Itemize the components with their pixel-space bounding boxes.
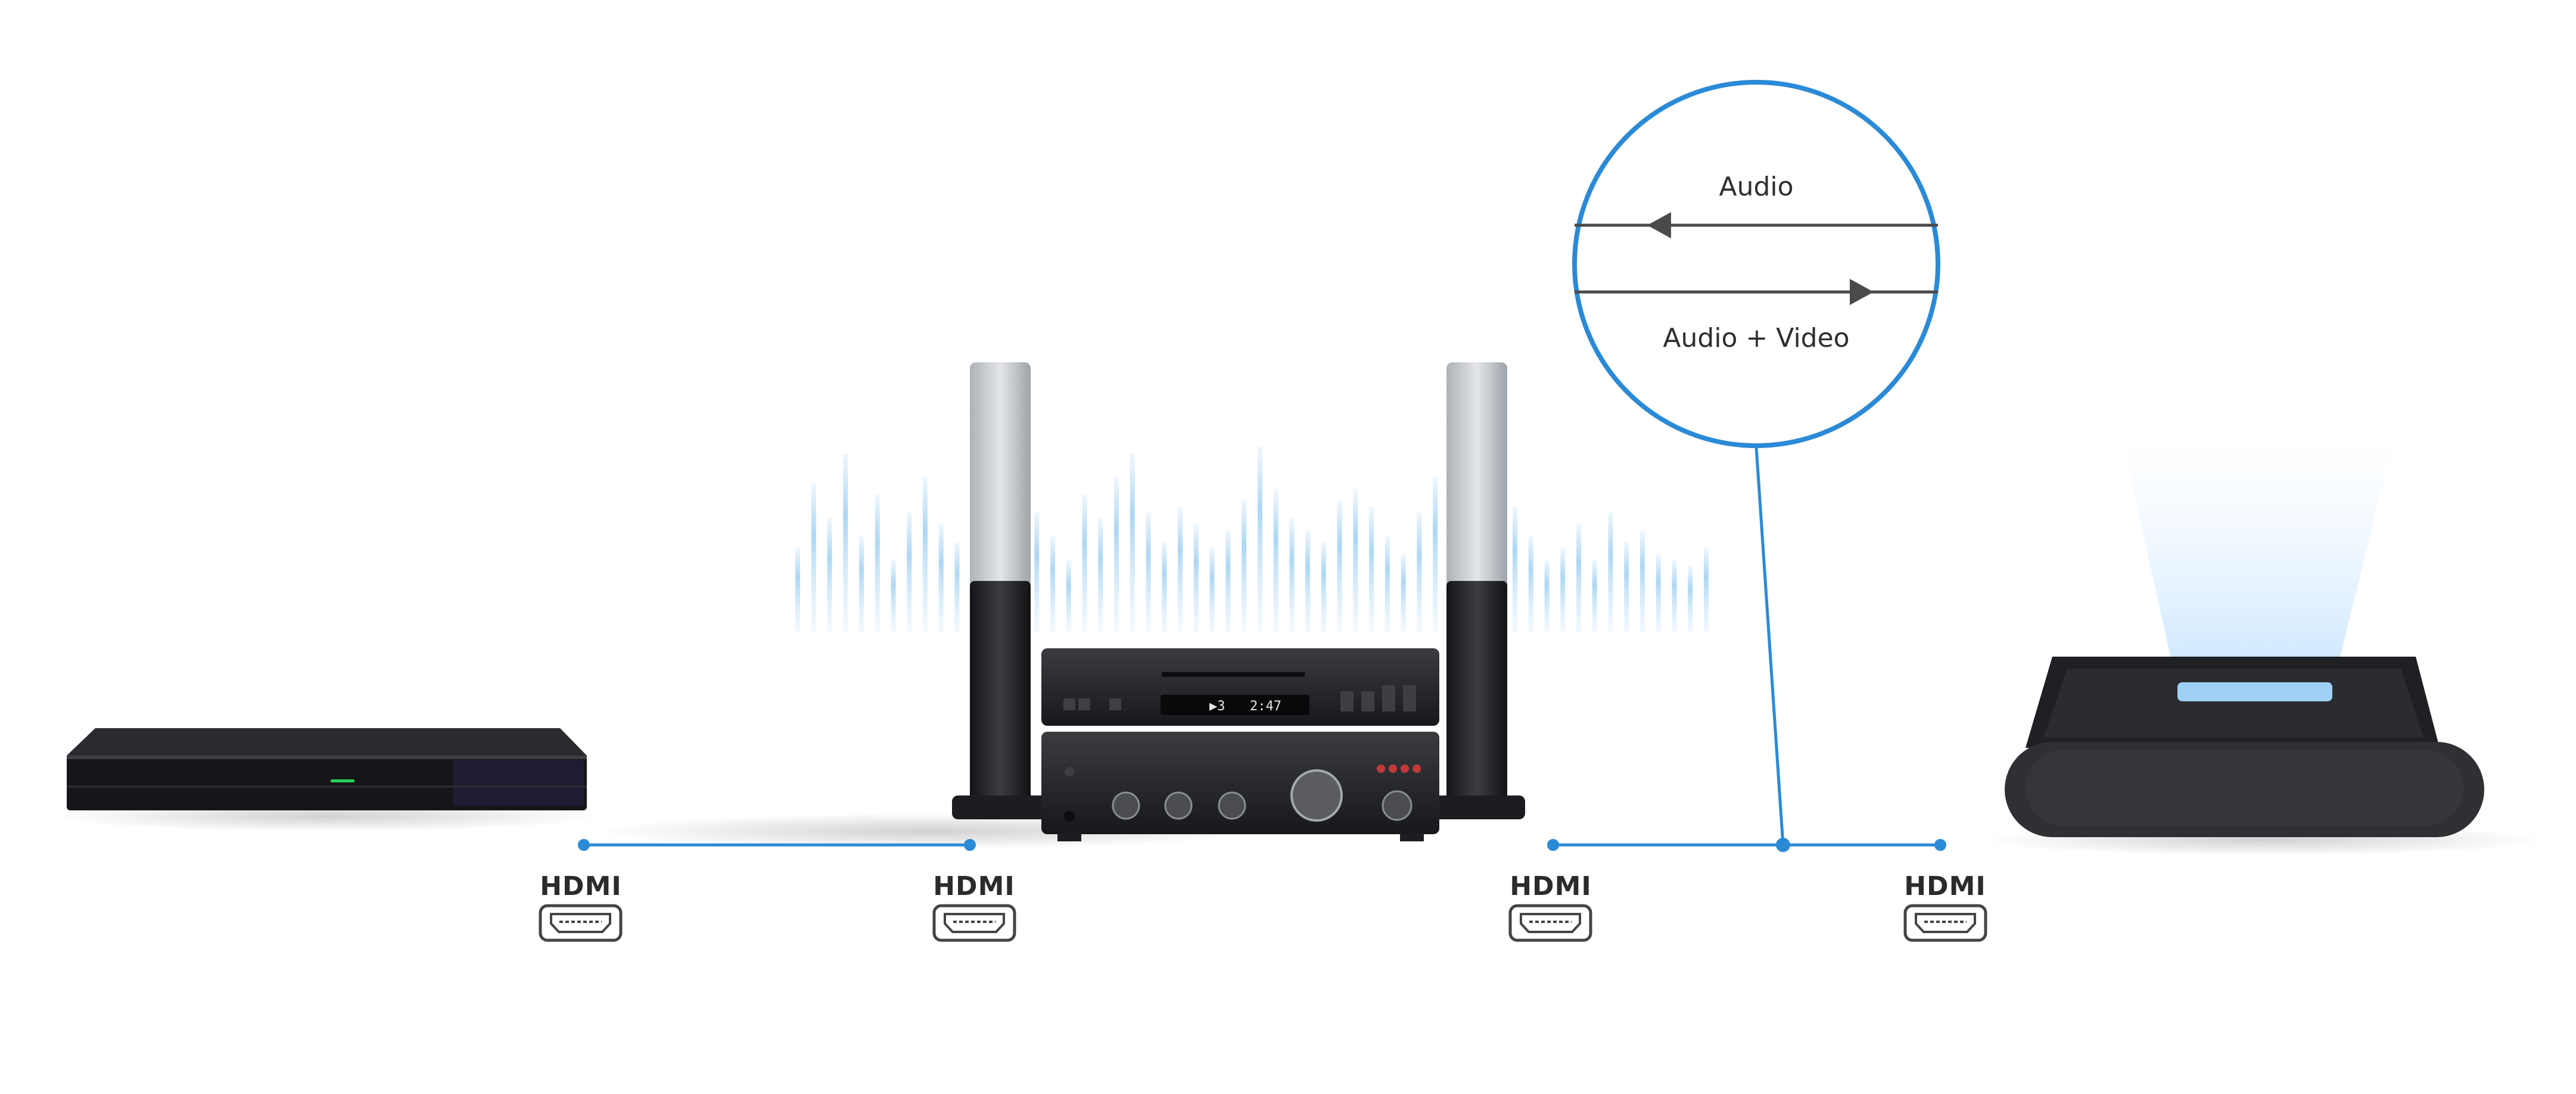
- signal-detail-callout: [1575, 82, 1938, 446]
- soundwave-bar: [891, 560, 896, 632]
- soundwave-bar: [1401, 554, 1406, 632]
- callout-leader-line: [1756, 447, 1783, 845]
- soundwave-bar: [1178, 506, 1183, 632]
- right-speaker: [1429, 362, 1525, 819]
- soundwave-bar: [843, 453, 848, 632]
- soundwave-bar: [1194, 524, 1199, 632]
- svg-text:▶3: ▶3: [1209, 699, 1225, 714]
- soundwave-bar: [1672, 560, 1677, 632]
- soundwave-bar: [827, 518, 832, 632]
- soundwave-bar: [1210, 548, 1215, 632]
- soundwave-bar: [1688, 566, 1693, 632]
- soundwave-bar: [1258, 447, 1262, 632]
- soundwave-bar: [1592, 560, 1597, 632]
- soundwave-bar: [1417, 512, 1421, 632]
- audio-label: Audio: [1589, 172, 1923, 202]
- soundwave-bar: [1098, 518, 1103, 632]
- cd-player: ▶3 2:47: [1041, 648, 1439, 726]
- soundwave-bar: [1369, 506, 1374, 632]
- hdmi-port-icon: [1510, 906, 1591, 940]
- soundwave-bar: [811, 483, 816, 632]
- soundwave-bar: [1529, 536, 1533, 632]
- audio-video-label: Audio + Video: [1589, 323, 1923, 353]
- soundwave-bar: [1624, 542, 1629, 632]
- amplifier: [1041, 732, 1439, 841]
- hdmi-label: HDMI: [509, 871, 652, 902]
- soundwave-bar: [1034, 512, 1039, 632]
- hdmi-port-icon: [540, 906, 621, 940]
- soundwave-bar: [1130, 453, 1135, 632]
- soundwave-bar: [1513, 506, 1517, 632]
- soundwave-bar: [1162, 542, 1166, 632]
- soundwave-bar: [1640, 530, 1645, 632]
- soundwave-bar: [1353, 489, 1358, 632]
- soundwave-bar: [795, 548, 800, 632]
- soundwave-bar: [939, 524, 944, 632]
- soundwave-bar: [1704, 548, 1709, 632]
- soundwave-bar: [1576, 524, 1581, 632]
- soundwave-bar: [1274, 489, 1278, 632]
- soundwave-graphic: [795, 447, 1709, 632]
- soundwave-bar: [907, 512, 911, 632]
- hdmi-port-icon: [934, 906, 1015, 940]
- soundwave-bar: [923, 477, 928, 632]
- hdmi-label: HDMI: [903, 871, 1046, 902]
- soundwave-bar: [1545, 560, 1550, 632]
- soundwave-bar: [1050, 536, 1055, 632]
- soundwave-bar: [1082, 495, 1087, 632]
- soundwave-bar: [1146, 512, 1151, 632]
- soundwave-bar: [1242, 501, 1246, 632]
- soundwave-bar: [1305, 530, 1310, 632]
- soundwave-bar: [1385, 536, 1390, 632]
- hdmi-label: HDMI: [1479, 871, 1622, 902]
- soundwave-bar: [1289, 518, 1294, 632]
- soundwave-bar: [1337, 501, 1342, 632]
- soundwave-bar: [955, 542, 960, 632]
- soundwave-bar: [875, 495, 880, 632]
- laser-projector-icon: [1984, 435, 2544, 856]
- left-speaker: [952, 362, 1049, 819]
- soundwave-bar: [1066, 560, 1071, 632]
- soundwave-bar: [1609, 512, 1613, 632]
- svg-text:2:47: 2:47: [1250, 699, 1281, 714]
- hdmi-port-icon: [1905, 906, 1986, 940]
- soundwave-bar: [1321, 542, 1326, 632]
- soundwave-bar: [1560, 548, 1565, 632]
- hdmi-icons: [540, 906, 1986, 940]
- hdmi-label: HDMI: [1874, 871, 2017, 902]
- soundwave-bar: [1656, 554, 1661, 632]
- soundwave-bar: [1114, 477, 1119, 632]
- soundwave-bar: [1433, 477, 1438, 632]
- soundwave-bar: [859, 536, 864, 632]
- soundwave-bar: [1225, 530, 1230, 632]
- media-player-icon: [51, 728, 599, 832]
